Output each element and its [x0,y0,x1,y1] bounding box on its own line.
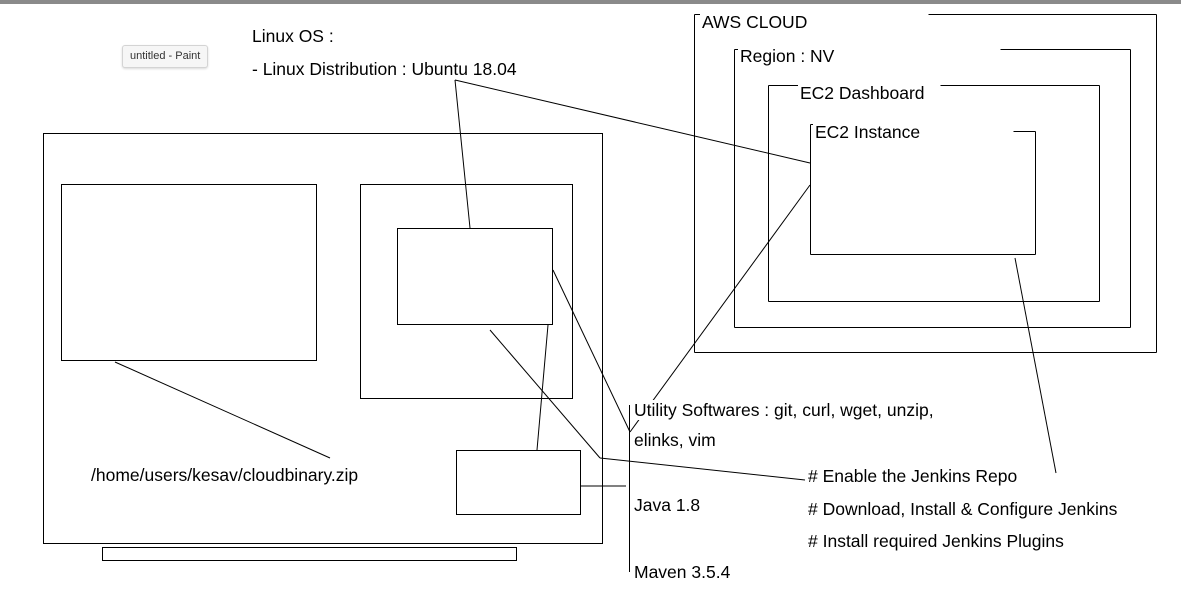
window-top-bar [0,0,1181,4]
linux-distribution-label: - Linux Distribution : Ubuntu 18.04 [252,59,517,79]
jenkins-install-label: # Download, Install & Configure Jenkins [806,499,1120,519]
computer-right-panel [360,184,573,399]
computer-base-bar [102,547,517,561]
os-inner-box [397,228,553,325]
app-tooltip: untitled - Paint [122,45,209,68]
small-bottom-box [456,450,581,515]
utility-softwares-label: Utility Softwares : git, curl, wget, unz… [632,400,936,420]
ec2-instance-label: EC2 Instance [813,122,923,142]
ec2-dashboard-label: EC2 Dashboard [798,83,927,103]
computer-left-panel [61,184,317,361]
computer-outer-box [43,133,603,544]
jenkins-plugins-label: # Install required Jenkins Plugins [806,531,1066,551]
utility-softwares-cont-label: elinks, vim [632,430,718,450]
region-label: Region : NV [738,46,837,66]
maven-label: Maven 3.5.4 [632,562,733,582]
linux-os-label: Linux OS : [250,26,336,46]
aws-cloud-label: AWS CLOUD [700,12,810,32]
java-label: Java 1.8 [632,495,703,515]
file-path-label: /home/users/kesav/cloudbinary.zip [91,465,359,485]
jenkins-repo-label: # Enable the Jenkins Repo [806,466,1020,486]
